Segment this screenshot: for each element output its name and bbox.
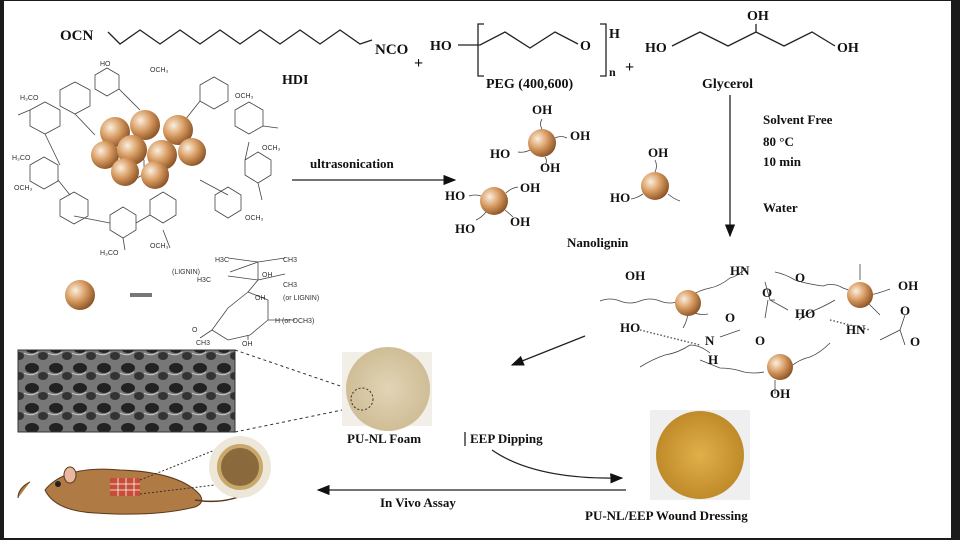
peg-label: PEG (400,600) [486, 77, 573, 92]
in-vivo-label: In Vivo Assay [380, 495, 456, 510]
peg-o: O [580, 39, 591, 54]
chem-label: OH [625, 268, 645, 283]
chem-label: OH [510, 214, 530, 229]
peg-chain [458, 31, 579, 49]
svg-text:OCH₃: OCH₃ [235, 93, 254, 100]
chem-label: N [705, 333, 715, 348]
chem-label: HO [490, 146, 510, 161]
chem-label: HN [730, 263, 750, 278]
network-to-foam-arrow [510, 335, 586, 366]
peg-ho: HO [430, 39, 452, 54]
chem-label: HO [610, 190, 630, 205]
dipping-label: EEP Dipping [470, 431, 543, 446]
hdi-chain [107, 29, 373, 45]
chem-label: CH3 [196, 340, 210, 347]
wound-dressing-disc [656, 411, 744, 499]
plus-sign: + [414, 55, 423, 72]
glycerol-oh-top: OH [747, 9, 769, 24]
chem-label: OH [648, 145, 668, 160]
condition-time: 10 min [763, 154, 802, 169]
svg-text:HO: HO [100, 61, 111, 68]
svg-text:OCH₃: OCH₃ [14, 185, 33, 192]
condition-water: Water [763, 200, 798, 215]
foam-label: PU-NL Foam [347, 431, 421, 446]
chem-label: HO [445, 188, 465, 203]
hdi-nco: NCO [375, 42, 408, 58]
lignin-nanoparticle-cluster [91, 110, 206, 189]
peg-brackets [477, 23, 607, 77]
svg-text:H₃CO: H₃CO [20, 95, 39, 102]
nanolignin-label: Nanolignin [567, 235, 629, 250]
chem-label: HO [455, 221, 475, 236]
chem-label: OH [540, 160, 560, 175]
magnified-region-circle [350, 387, 374, 411]
lignin-unit-structure: H3C CH3 (LIGNIN) OH H3C CH3 OH (or LIGNI… [172, 257, 319, 348]
pu-nl-foam-disc [346, 347, 430, 431]
plus-sign: + [625, 59, 634, 76]
chem-label: O [755, 333, 765, 348]
chem-label: CH3 [283, 257, 297, 264]
chem-label: OH [898, 278, 918, 293]
chem-label: (LIGNIN) [172, 269, 200, 276]
sem-image [17, 349, 236, 433]
svg-text:H₃CO: H₃CO [12, 155, 31, 162]
chem-label: HN [846, 322, 866, 337]
chem-label: OH [770, 386, 790, 401]
wound-site [110, 478, 140, 496]
svg-text:H₃CO: H₃CO [100, 250, 119, 257]
chem-label: CH3 [283, 282, 297, 289]
nanolignin-particles: OH HO OH OH HO OH HO OH HO OH [445, 102, 681, 236]
polyurethane-network: HN O O OH OH HO HO O O N H HN O O OH [599, 263, 920, 401]
chem-label: O [192, 327, 198, 334]
condition-solvent: Solvent Free [763, 112, 833, 127]
glycerol-chain [671, 31, 836, 47]
chem-label: HO [795, 306, 815, 321]
svg-text:OCH₃: OCH₃ [150, 243, 169, 250]
legend-equals [130, 293, 152, 297]
ultrasonication-label: ultrasonication [310, 156, 395, 171]
legend-sphere [65, 280, 95, 310]
chem-label: H3C [215, 257, 229, 264]
chem-label: O [795, 270, 805, 285]
chem-label: O [900, 303, 910, 318]
chem-label: OH [532, 102, 552, 117]
hdi-ocn: OCN [60, 28, 94, 44]
chem-label: H [708, 352, 718, 367]
chem-label: (or LIGNIN) [283, 295, 319, 302]
chem-label: OH [242, 341, 253, 348]
chem-label: OH [262, 272, 273, 279]
chem-label: HO [620, 320, 640, 335]
svg-text:OCH₃: OCH₃ [150, 67, 169, 74]
glycerol-ho: HO [645, 41, 667, 56]
chem-label: H (or OCH3) [275, 318, 314, 325]
condition-temp: 80 °C [763, 134, 794, 149]
svg-text:OCH₃: OCH₃ [262, 145, 281, 152]
peg-n: n [609, 65, 616, 79]
chem-label: H3C [197, 277, 211, 284]
chem-label: O [725, 310, 735, 325]
dipping-arrow [491, 449, 624, 484]
glycerol-oh-right: OH [837, 41, 859, 56]
graphical-abstract: OCN NCO HDI + HO O H n PEG (400,600) + H… [4, 1, 951, 538]
chem-label: OH [255, 295, 266, 302]
chem-label: OH [520, 180, 540, 195]
hdi-label: HDI [282, 73, 308, 88]
chem-label: OH [570, 128, 590, 143]
diagram-svg: OCN NCO HDI + HO O H n PEG (400,600) + H… [12, 9, 920, 523]
chem-label: O [762, 285, 772, 300]
peg-h: H [609, 27, 620, 42]
svg-text:OCH₃: OCH₃ [245, 215, 264, 222]
glycerol-label: Glycerol [702, 77, 753, 92]
dressing-label: PU-NL/EEP Wound Dressing [585, 508, 748, 523]
lignin-macromolecule: H₃CO HO OCH₃ OCH₃ OCH₃ H₃CO OCH₃ OCH₃ H₃CO OCH… [12, 61, 281, 257]
chem-label: O [910, 334, 920, 349]
rat-illustration [17, 449, 251, 515]
